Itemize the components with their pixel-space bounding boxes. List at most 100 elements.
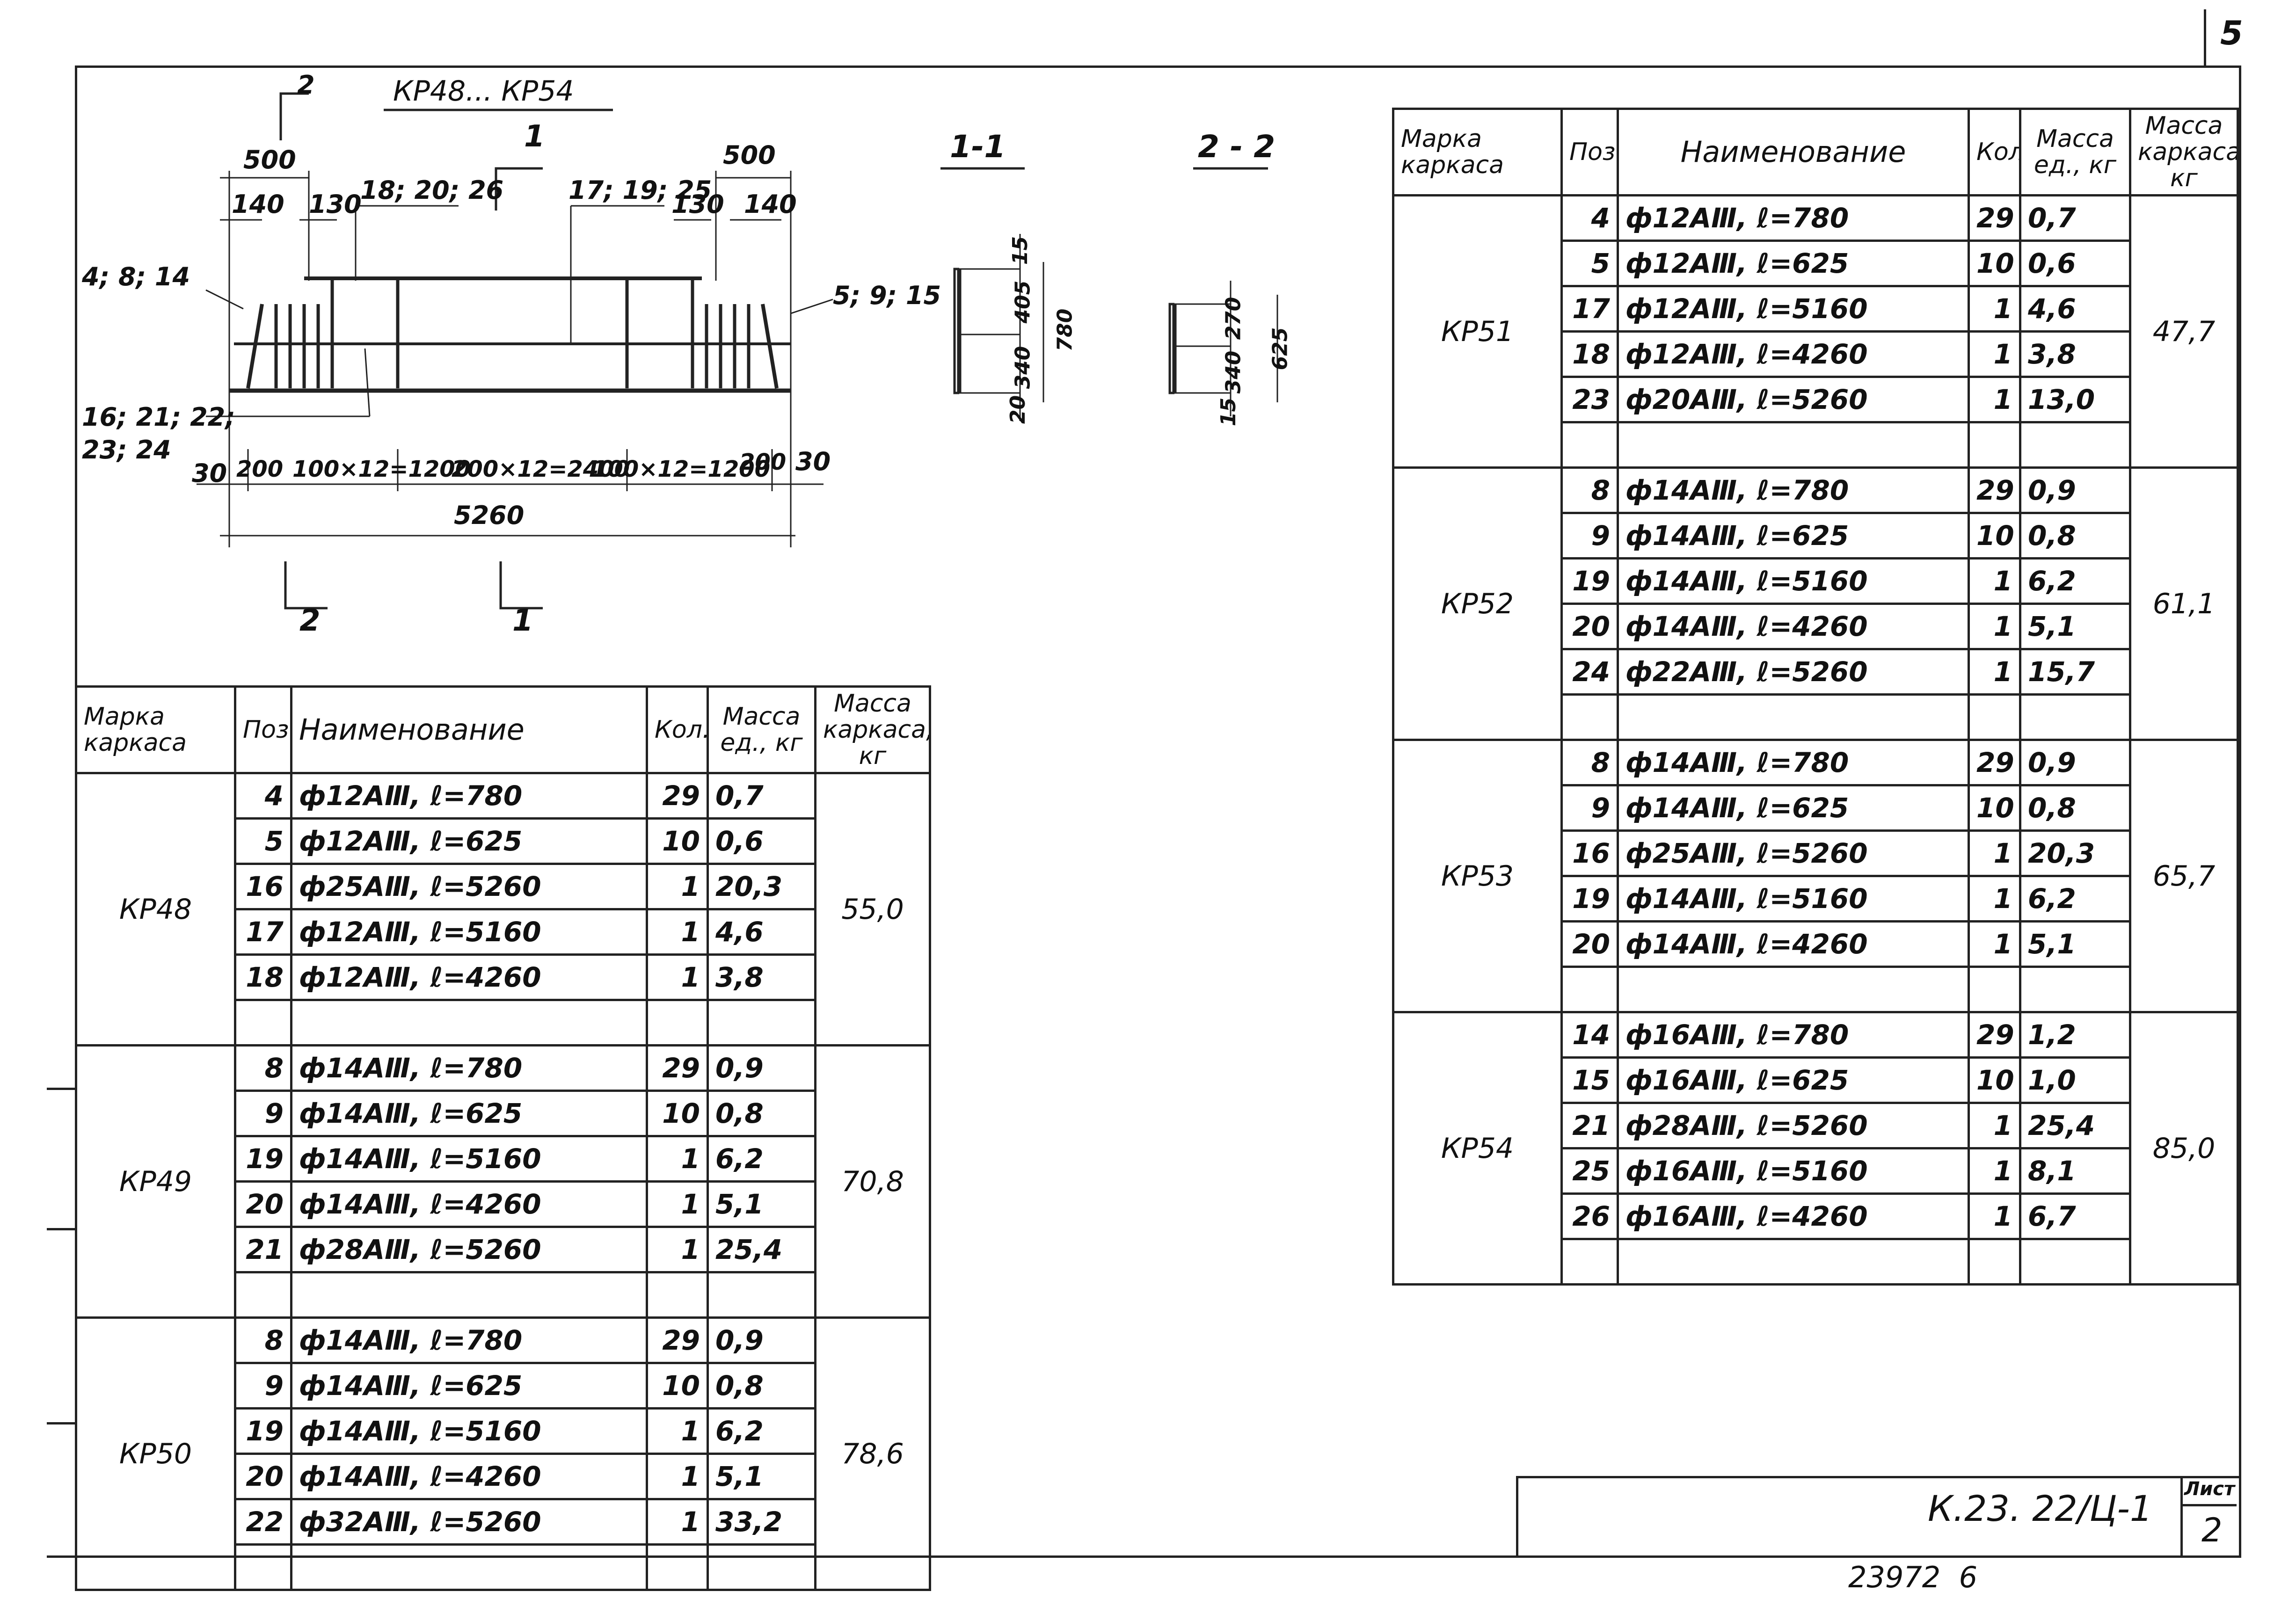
cell-pos: 19 — [1560, 875, 1619, 923]
spec-table-left: Марка каркаса Поз. Наименование Кол. Мас… — [75, 685, 931, 1591]
cell-name: ф14АⅢ, ℓ=4260 — [1617, 920, 1970, 968]
spec-table-right: Марка каркаса Поз. Наименование Кол. Мас… — [1392, 108, 2239, 1286]
archive-number: 23972 6 — [1848, 1560, 1978, 1594]
cell-name: ф14АⅢ, ℓ=625 — [290, 1362, 648, 1410]
cell-name — [1617, 1238, 1970, 1286]
cell-pos — [1560, 693, 1619, 741]
cell-qty: 10 — [1968, 784, 2021, 832]
cell-unit: 4,6 — [2019, 285, 2131, 333]
title-block-divider — [2180, 1476, 2183, 1555]
cell-name: ф12АⅢ, ℓ=5160 — [1617, 285, 1970, 333]
cell-pos: 8 — [234, 1044, 292, 1092]
cell-qty — [1968, 1238, 2021, 1286]
cell-unit: 6,2 — [707, 1407, 816, 1455]
cell-qty: 1 — [646, 953, 709, 1001]
cell-name: ф16АⅢ, ℓ=4260 — [1617, 1192, 1970, 1240]
cell-unit — [2019, 1238, 2131, 1286]
cell-pos — [234, 1543, 292, 1591]
cut-label-1-top: 1 — [524, 119, 545, 154]
cell-qty: 29 — [1968, 739, 2021, 786]
cell-qty: 1 — [646, 863, 709, 910]
header-mark: Марка каркаса — [1392, 108, 1563, 196]
cell-unit: 6,2 — [707, 1135, 816, 1183]
cell-name: ф22АⅢ, ℓ=5260 — [1617, 648, 1970, 696]
table-row — [76, 1543, 930, 1591]
cell-name: ф14АⅢ, ℓ=780 — [1617, 466, 1970, 514]
cell-qty — [646, 1543, 709, 1591]
cell-qty: 10 — [646, 1362, 709, 1410]
frame-mark: КР50 — [75, 1316, 236, 1591]
dim-140-right: 140 — [744, 189, 797, 219]
cell-qty: 1 — [1968, 376, 2021, 423]
cell-name: ф12АⅢ, ℓ=780 — [290, 772, 648, 820]
header-unit-mass: Масса ед., кг — [707, 685, 816, 774]
cell-qty: 1 — [1968, 875, 2021, 923]
cell-name: ф14АⅢ, ℓ=625 — [290, 1090, 648, 1137]
cell-name — [290, 999, 648, 1046]
cell-qty: 1 — [646, 908, 709, 956]
cell-name: ф32АⅢ, ℓ=5260 — [290, 1498, 648, 1546]
sheet-bottom-line — [47, 1555, 2241, 1558]
cell-pos: 19 — [234, 1135, 292, 1183]
header-name: Наименование — [290, 685, 648, 774]
frame-mass: 78,6 — [814, 1316, 931, 1591]
cell-name — [290, 1271, 648, 1319]
cell-pos: 21 — [1560, 1102, 1619, 1149]
cell-pos: 20 — [234, 1180, 292, 1228]
cell-pos — [234, 1271, 292, 1319]
sheet-number: 2 — [2201, 1511, 2223, 1549]
s1-dim-340: 340 — [1011, 346, 1035, 389]
table-row — [76, 1271, 930, 1319]
cell-pos: 4 — [1560, 194, 1619, 242]
cell-name: ф16АⅢ, ℓ=5160 — [1617, 1147, 1970, 1195]
cell-unit: 25,4 — [2019, 1102, 2131, 1149]
cell-unit: 1,2 — [2019, 1011, 2131, 1059]
cell-pos: 8 — [1560, 739, 1619, 786]
cell-name: ф25АⅢ, ℓ=5260 — [1617, 829, 1970, 877]
cell-pos: 8 — [1560, 466, 1619, 514]
cell-name: ф14АⅢ, ℓ=5160 — [290, 1135, 648, 1183]
table-row — [1393, 693, 2238, 741]
cell-qty: 1 — [1968, 829, 2021, 877]
position-label-17-19-25: 17; 19; 25 — [569, 175, 712, 205]
cell-unit — [707, 1543, 816, 1591]
page-number-divider — [2204, 9, 2206, 65]
table-row — [1393, 421, 2238, 469]
cell-pos: 24 — [1560, 648, 1619, 696]
cell-pos: 18 — [1560, 330, 1619, 378]
cell-pos: 20 — [1560, 920, 1619, 968]
cell-unit: 20,3 — [707, 863, 816, 910]
cell-qty: 1 — [1968, 1102, 2021, 1149]
cell-unit: 8,1 — [2019, 1147, 2131, 1195]
position-label-4-8-14: 4; 8; 14 — [82, 262, 190, 291]
header-name: Наименование — [1617, 108, 1970, 196]
cell-qty: 1 — [1968, 330, 2021, 378]
title-block — [1516, 1476, 2239, 1558]
cell-name: ф14АⅢ, ℓ=780 — [290, 1316, 648, 1364]
cell-name: ф14АⅢ, ℓ=4260 — [1617, 603, 1970, 650]
cell-qty — [1968, 693, 2021, 741]
cell-unit: 5,1 — [707, 1180, 816, 1228]
dim-140-left: 140 — [232, 189, 284, 219]
cell-unit: 0,8 — [2019, 784, 2131, 832]
frame-mark: КР54 — [1392, 1011, 1563, 1286]
position-label-5-9-15: 5; 9; 15 — [833, 281, 941, 310]
cell-name — [1617, 421, 1970, 469]
cell-unit: 0,8 — [707, 1362, 816, 1410]
frame-mass: 47,7 — [2129, 194, 2239, 469]
cell-name: ф12АⅢ, ℓ=5160 — [290, 908, 648, 956]
section-2-2 — [1168, 167, 1278, 416]
cell-name: ф28АⅢ, ℓ=5260 — [290, 1226, 648, 1273]
